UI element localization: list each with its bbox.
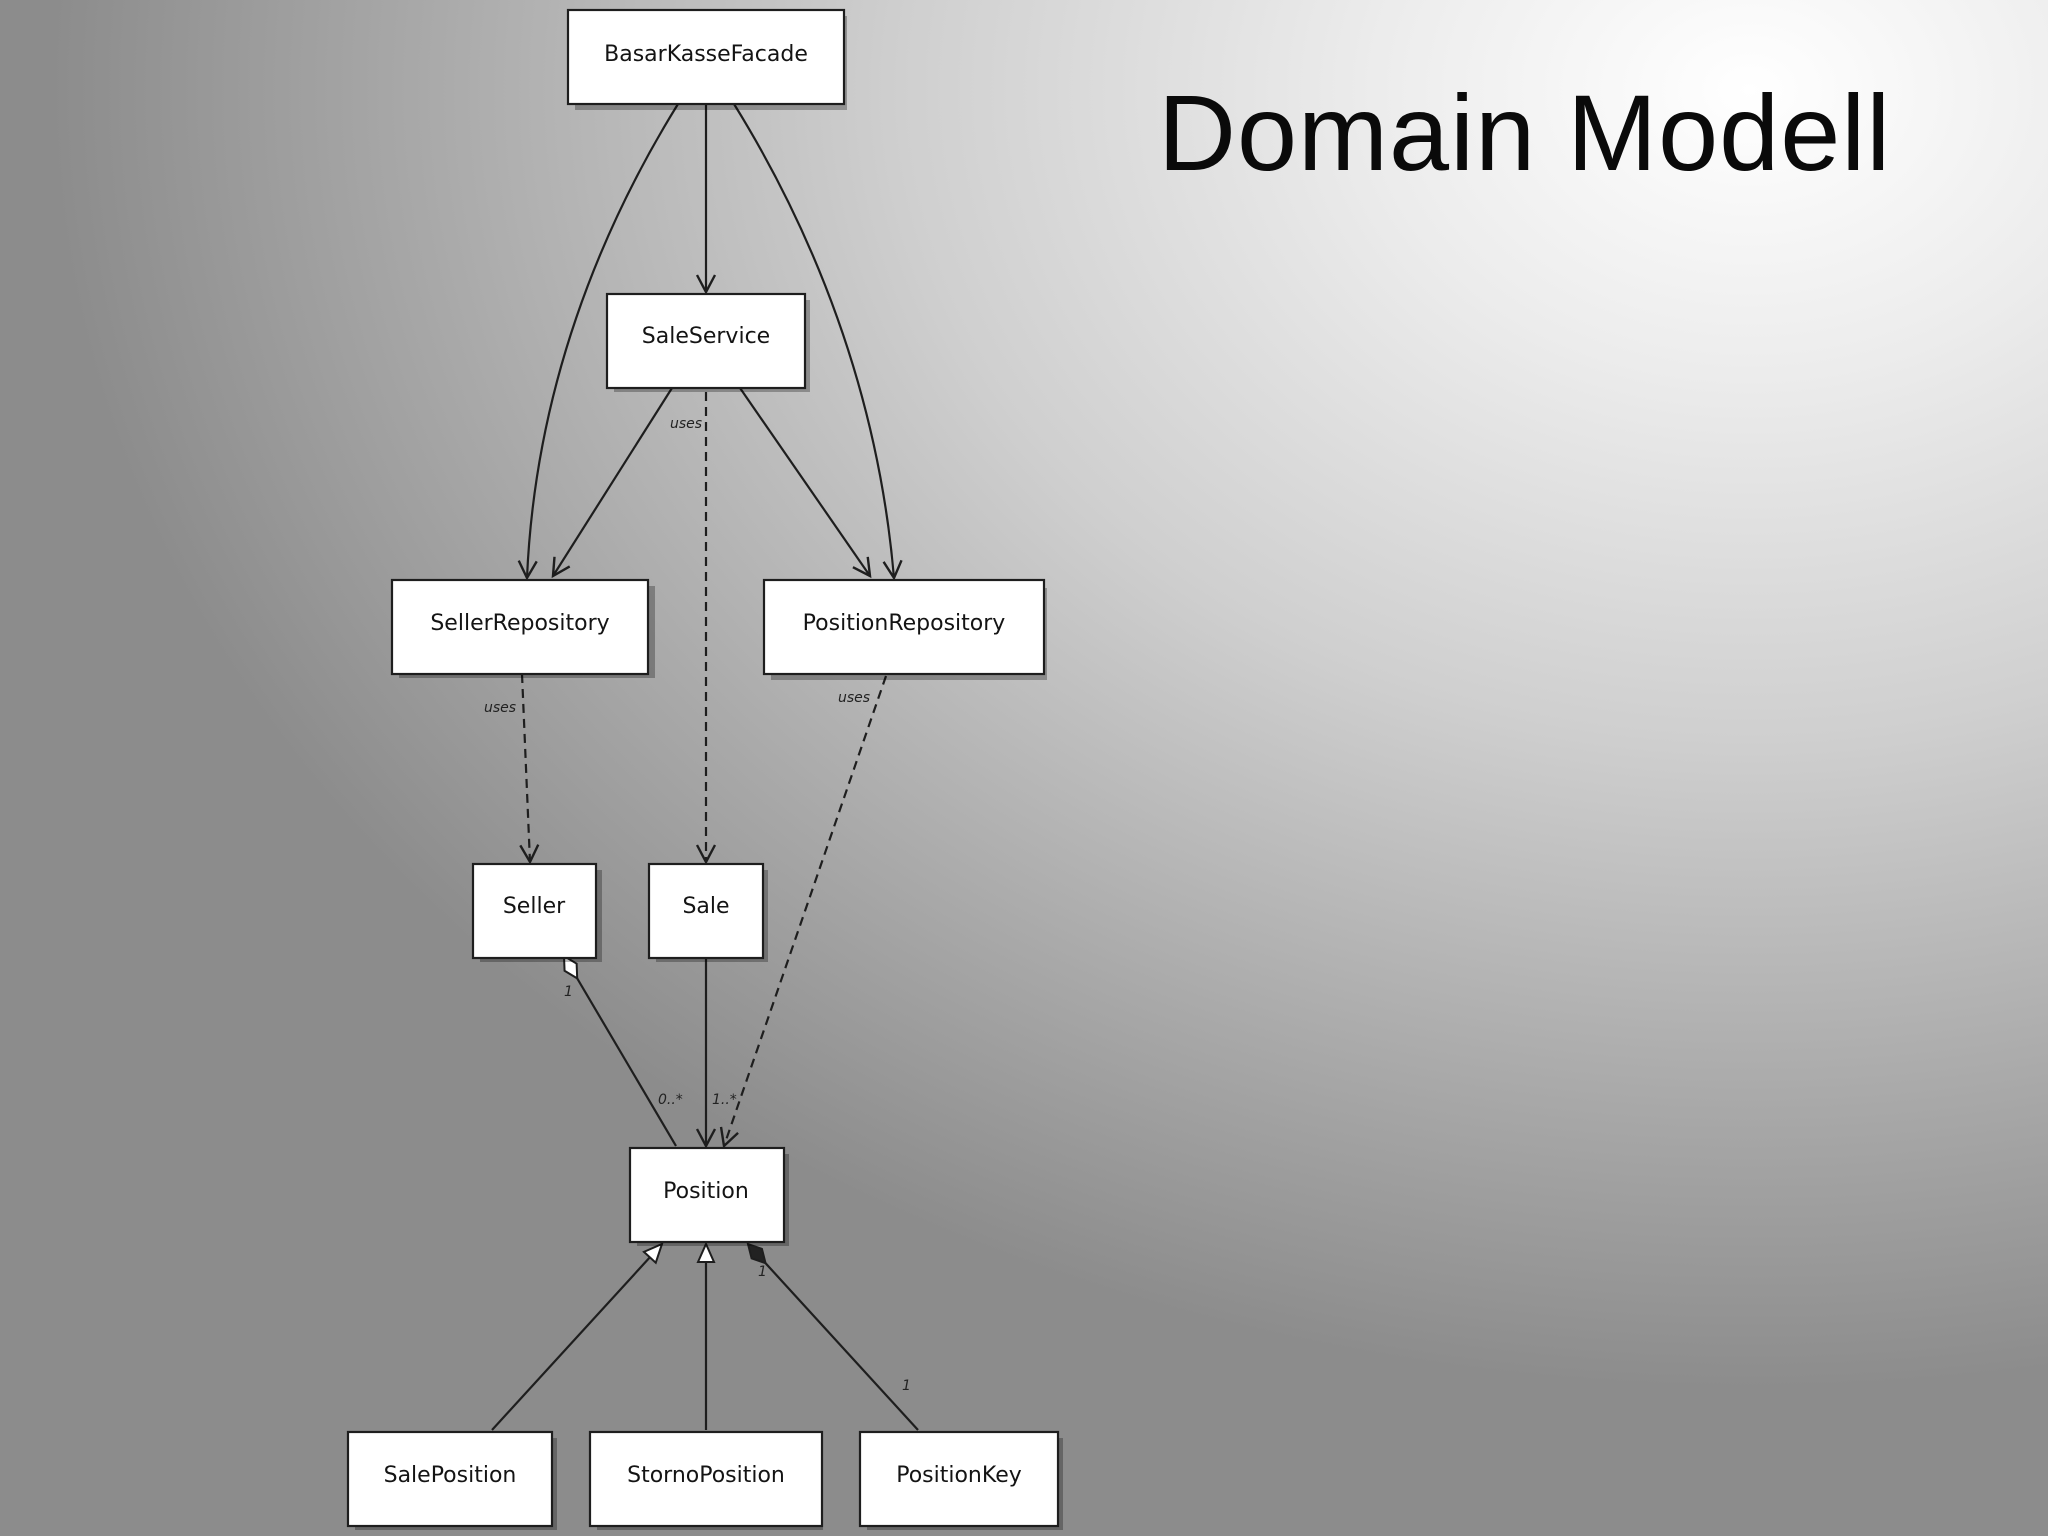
label-position-multiplicity-sale: 1..*: [712, 1092, 737, 1108]
class-saleposition: SalePosition: [346, 1430, 557, 1530]
class-positionrepository: PositionRepository: [762, 578, 1047, 680]
svg-text:PositionRepository: PositionRepository: [803, 611, 1006, 636]
label-uses-sellerrepository-seller: uses: [484, 700, 516, 716]
svg-text:SaleService: SaleService: [642, 324, 770, 349]
class-sale: Sale: [647, 862, 768, 962]
svg-text:SellerRepository: SellerRepository: [430, 611, 609, 636]
svg-text:PositionKey: PositionKey: [896, 1463, 1022, 1488]
edge-facade-positionrepository: [733, 103, 903, 581]
edge-positionrepository-uses-position: [719, 675, 888, 1149]
edge-facade-sellerrepository: [517, 103, 679, 581]
edge-seller-aggregates-position: [564, 956, 677, 1147]
label-seller-multiplicity: 1: [564, 984, 573, 1000]
label-composition-position-end: 1: [758, 1264, 767, 1280]
svg-text:Sale: Sale: [682, 894, 729, 919]
svg-text:Position: Position: [663, 1179, 749, 1204]
slide-title: Domain Modell: [1158, 72, 1892, 193]
class-saleservice: SaleService: [605, 292, 810, 392]
label-uses-saleservice-sale: uses: [670, 416, 702, 432]
class-seller: Seller: [471, 862, 602, 962]
edge-saleposition-extends-position: [491, 1242, 664, 1431]
edge-saleservice-sellerrepository: [551, 387, 673, 579]
label-uses-positionrepository-position: uses: [838, 690, 870, 706]
class-basarkassefacade: BasarKasseFacade: [566, 8, 847, 110]
edge-sellerrepository-uses-seller: [519, 673, 540, 865]
class-sellerrepository: SellerRepository: [390, 578, 655, 678]
class-stornoposition: StornoPosition: [588, 1430, 824, 1530]
svg-text:StornoPosition: StornoPosition: [627, 1463, 785, 1488]
svg-text:SalePosition: SalePosition: [384, 1463, 517, 1488]
label-position-multiplicity-seller: 0..*: [658, 1092, 683, 1108]
edge-positionkey-composes-position: [748, 1244, 919, 1431]
edge-saleservice-positionrepository: [739, 387, 872, 579]
svg-text:Seller: Seller: [503, 894, 566, 919]
svg-text:BasarKasseFacade: BasarKasseFacade: [604, 42, 808, 67]
label-composition-key-end: 1: [902, 1378, 911, 1394]
class-position: Position: [628, 1146, 789, 1246]
class-positionkey: PositionKey: [858, 1430, 1063, 1530]
